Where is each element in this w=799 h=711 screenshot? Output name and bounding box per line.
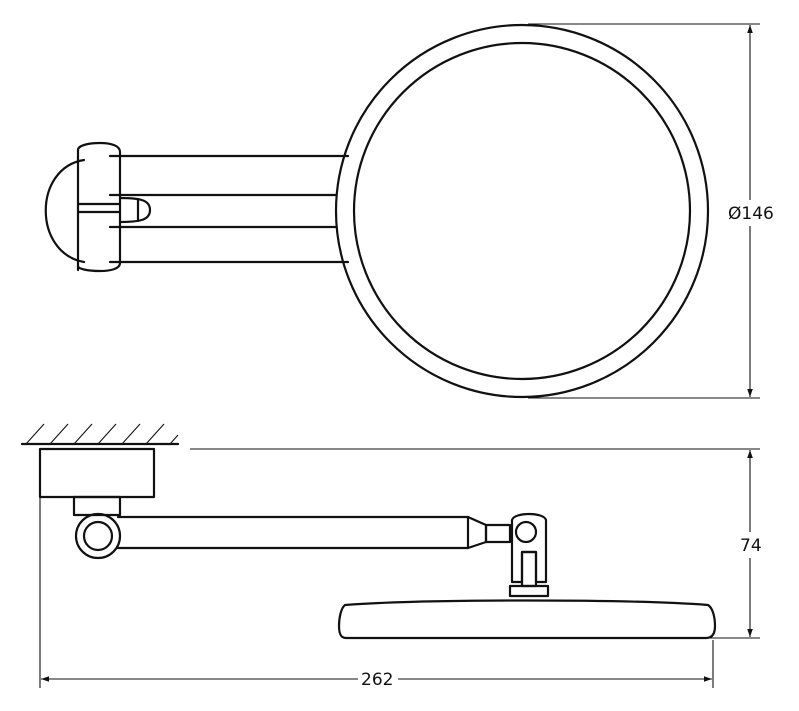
diameter-label: Ø146 [728,204,774,224]
lower-arm [108,225,350,264]
round-mirror [334,23,710,399]
wall-mount-side [38,447,156,560]
mirror-glass [352,41,692,381]
wall-mount-front [44,141,152,273]
side-view: 74 262 [20,423,770,690]
arm-body [116,515,470,550]
mount-disc [44,158,86,264]
mirror-mount-plate [508,584,550,598]
wall-surface [20,423,760,450]
mirror-body [337,599,717,640]
swivel-ball [514,520,538,544]
height-dimension: 74 [710,450,770,639]
collar-slit [76,202,122,214]
swivel-stem [520,550,538,588]
side-arm [116,515,512,550]
front-view: Ø146 [44,23,779,399]
width-dimension: 262 [39,497,714,690]
height-label: 74 [740,536,762,556]
label-gap [358,667,398,689]
pivot-joint-inner [82,520,114,552]
diameter-dimension: Ø146 [528,23,779,399]
wall-hatching [25,423,179,445]
label-gap [725,200,779,226]
label-gap [738,532,770,558]
swivel-head [510,512,548,584]
arm-joint [118,196,152,224]
mirror-outer-rim [334,23,710,399]
swing-arms [108,154,350,264]
mount-base [38,447,156,499]
width-label: 262 [361,670,393,690]
mount-collar [76,141,122,273]
arm-connector [484,523,512,544]
upper-arm [108,154,350,197]
mount-neck [72,495,122,517]
mirror-side-profile [337,599,717,640]
tilt-joint [508,512,550,598]
pivot-joint-outer [74,512,122,560]
arm-end-cap [466,515,488,550]
